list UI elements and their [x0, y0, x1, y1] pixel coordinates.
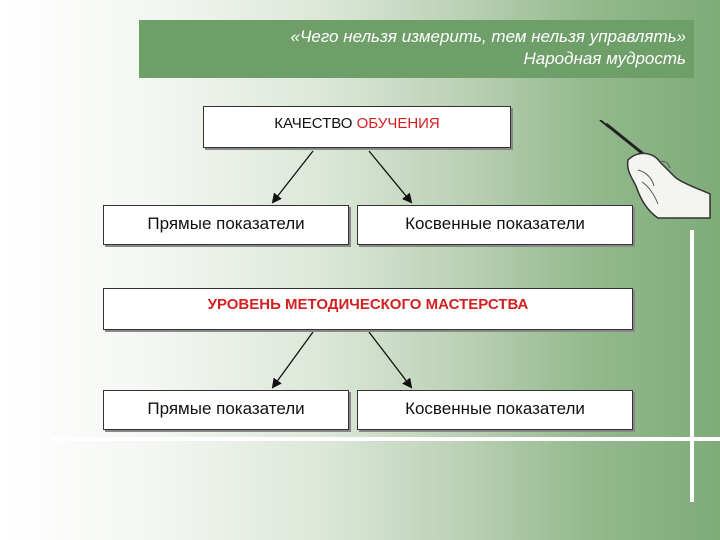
methodical-mastery-label: УРОВЕНЬ МЕТОДИЧЕСКОГО МАСТЕРСТВА — [207, 296, 529, 313]
decorative-vertical-line — [690, 230, 694, 502]
arrow-top2-right — [368, 331, 413, 389]
quality-label: КАЧЕСТВО — [274, 115, 357, 132]
methodical-mastery-box: УРОВЕНЬ МЕТОДИЧЕСКОГО МАСТЕРСТВА — [103, 288, 633, 330]
quote-source: Народная мудрость — [523, 49, 686, 68]
quote-box: «Чего нельзя измерить, тем нельзя управл… — [139, 20, 694, 78]
education-label: ОБУЧЕНИЯ — [356, 115, 440, 132]
direct-indicators-box-1: Прямые показатели — [103, 205, 349, 245]
decorative-horizontal-line — [52, 437, 720, 441]
arrow-top1-left — [271, 150, 314, 204]
quote-text: «Чего нельзя измерить, тем нельзя управл… — [290, 27, 686, 46]
arrow-top1-right — [368, 150, 413, 204]
quality-of-education-box: КАЧЕСТВО ОБУЧЕНИЯ — [203, 106, 511, 148]
arrow-top2-left — [271, 331, 314, 389]
hand-with-pen-icon — [599, 120, 711, 219]
direct-indicators-box-2: Прямые показатели — [103, 390, 349, 430]
indirect-indicators-box-1: Косвенные показатели — [357, 205, 633, 245]
indirect-indicators-box-2: Косвенные показатели — [357, 390, 633, 430]
